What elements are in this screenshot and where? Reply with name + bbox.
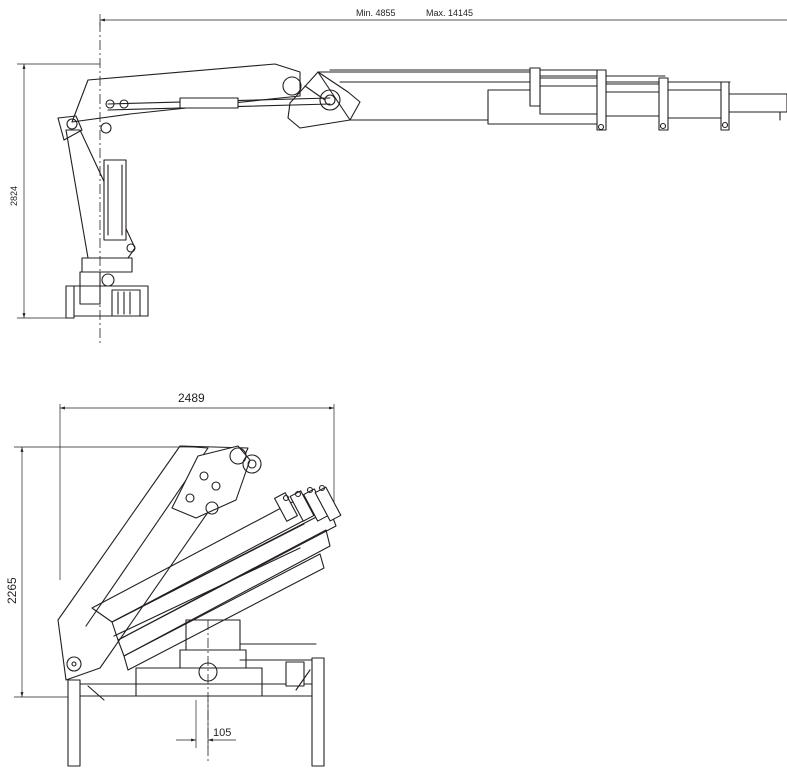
folded-crane-view: 2489 2265 105: [5, 391, 342, 767]
height-folded-label: 2265: [5, 577, 19, 604]
height-dimension-side: 2824: [9, 63, 100, 319]
height-side-label: 2824: [9, 186, 19, 206]
offset-dimension: 105: [176, 700, 236, 748]
offset-label: 105: [213, 727, 231, 739]
telescopic-boom: [317, 67, 787, 131]
width-folded-label: 2489: [178, 391, 205, 405]
crane-base: [65, 285, 149, 319]
reach-dimension: Min. 4855 Max. 14145: [99, 8, 787, 26]
crane-column: [57, 115, 136, 305]
reach-max-label: Max. 14145: [426, 8, 473, 18]
stabilizer: [67, 657, 325, 767]
outer-boom: [282, 71, 361, 129]
width-dimension: 2489: [59, 391, 335, 580]
folded-telescopic-boom: [91, 484, 342, 671]
boom-link-plate: [171, 445, 262, 519]
reach-min-label: Min. 4855: [356, 8, 396, 18]
height-dimension-folded: 2265: [5, 446, 200, 698]
extended-crane-view: Min. 4855 Max. 14145 2824: [9, 8, 787, 346]
main-boom: [66, 63, 331, 134]
folded-column: [66, 619, 317, 697]
